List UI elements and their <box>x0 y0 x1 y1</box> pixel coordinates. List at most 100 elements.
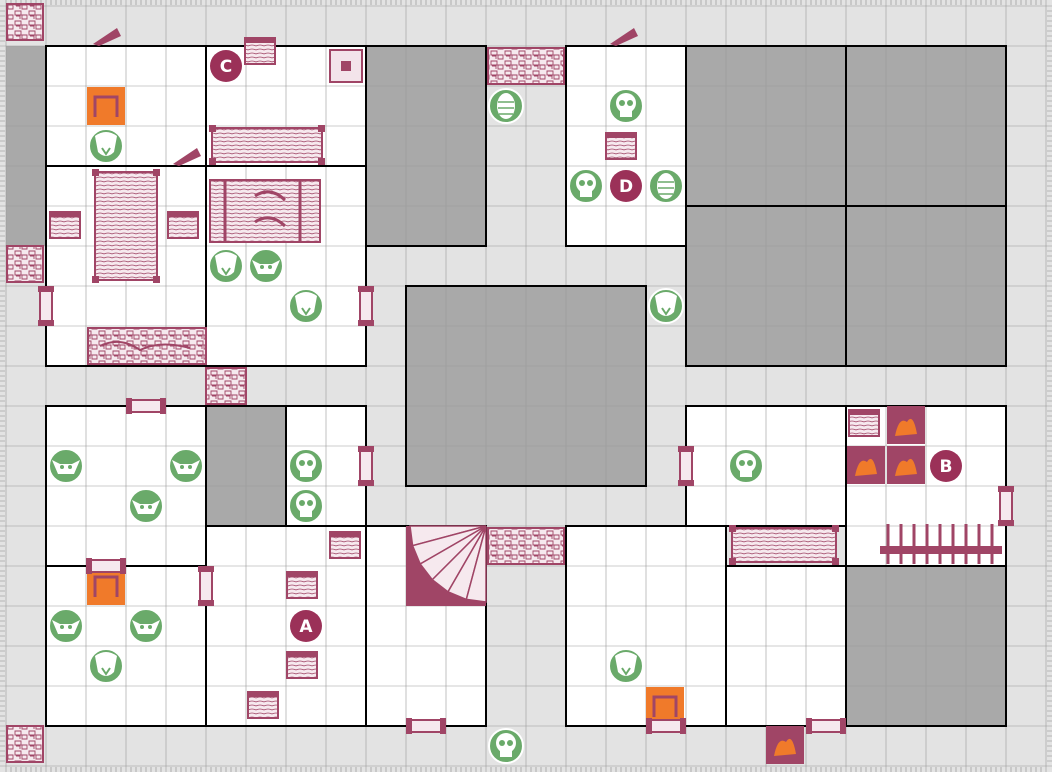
chair-back <box>168 212 198 217</box>
chair-back <box>50 212 80 217</box>
goblin-eye <box>140 625 144 629</box>
door-panel[interactable] <box>359 287 373 325</box>
throne <box>244 37 276 65</box>
orc-token[interactable] <box>288 288 324 324</box>
goblin-token[interactable] <box>48 448 84 484</box>
door-hinge <box>126 398 132 414</box>
skull-icon <box>296 453 316 477</box>
fire-tile-flame <box>895 458 917 476</box>
door[interactable] <box>998 486 1014 526</box>
skeleton-token[interactable] <box>608 88 644 124</box>
skull-jaw <box>500 750 512 757</box>
goblin-eye <box>60 465 64 469</box>
chair-back <box>287 652 317 657</box>
door-panel[interactable] <box>647 719 685 733</box>
door-hinge <box>358 320 374 326</box>
door-panel[interactable] <box>407 719 445 733</box>
door[interactable] <box>126 398 166 414</box>
orc-token[interactable] <box>88 128 124 164</box>
door[interactable] <box>806 718 846 734</box>
skull-jaw <box>300 470 312 477</box>
door-hinge <box>680 718 686 734</box>
room-label-d: D <box>610 170 642 202</box>
door-hinge <box>38 320 54 326</box>
door-panel[interactable] <box>679 447 693 485</box>
weapon-rack-weapons <box>886 524 994 564</box>
orc-icon <box>615 652 637 676</box>
mummy-wraps <box>498 101 514 115</box>
table-top <box>94 171 158 281</box>
table-top <box>731 527 837 563</box>
door[interactable] <box>198 566 214 606</box>
special-tile-fill <box>87 567 125 605</box>
orc-token[interactable] <box>648 288 684 324</box>
room-label-text: B <box>940 457 953 477</box>
table-leg <box>318 158 325 165</box>
door[interactable] <box>38 286 54 326</box>
skull-shape <box>576 173 596 193</box>
blocked-area <box>6 46 46 246</box>
door-panel[interactable] <box>87 559 125 573</box>
door[interactable] <box>358 446 374 486</box>
goblin-eye <box>68 465 72 469</box>
skeleton-token[interactable] <box>568 168 604 204</box>
skull-eye <box>499 740 505 746</box>
door-hinge <box>678 480 694 486</box>
door[interactable] <box>406 718 446 734</box>
goblin-token[interactable] <box>128 608 164 644</box>
goblin-eye <box>188 465 192 469</box>
door[interactable] <box>678 446 694 486</box>
skull-eye <box>299 460 305 466</box>
goblin-token[interactable] <box>248 248 284 284</box>
door-panel[interactable] <box>999 487 1013 525</box>
chair <box>167 211 199 239</box>
chair <box>605 132 637 160</box>
door-hinge <box>198 566 214 572</box>
mummy-token[interactable] <box>488 88 524 124</box>
orc-token[interactable] <box>608 648 644 684</box>
skull-jaw <box>300 510 312 517</box>
door-panel[interactable] <box>199 567 213 605</box>
door[interactable] <box>358 286 374 326</box>
goblin-token[interactable] <box>168 448 204 484</box>
door-hinge <box>38 286 54 292</box>
door-panel[interactable] <box>127 399 165 413</box>
door-panel[interactable] <box>39 287 53 325</box>
staircase <box>406 525 487 606</box>
orc-icon <box>655 292 677 316</box>
door-panel[interactable] <box>807 719 845 733</box>
rubble-block <box>205 367 247 405</box>
skull-icon <box>736 453 756 477</box>
chair-back <box>287 572 317 577</box>
rubble-block <box>487 527 565 565</box>
wall <box>845 205 1007 367</box>
skeleton-token[interactable] <box>288 488 324 524</box>
fire-trap-tile <box>887 406 925 444</box>
goblin-token[interactable] <box>128 488 164 524</box>
special-tile-fill <box>87 87 125 125</box>
door-panel[interactable] <box>359 447 373 485</box>
goblin-eye <box>148 625 152 629</box>
goblin-eye <box>180 465 184 469</box>
door-hinge <box>678 446 694 452</box>
door[interactable] <box>646 718 686 734</box>
fire-trap-tile <box>766 726 804 764</box>
door-hinge <box>160 398 166 414</box>
skeleton-token[interactable] <box>728 448 764 484</box>
door[interactable] <box>86 558 126 574</box>
trap-tile <box>646 687 684 725</box>
skeleton-token[interactable] <box>288 448 324 484</box>
skull-jaw <box>580 190 592 197</box>
skull-shape <box>736 453 756 473</box>
mummy-token[interactable] <box>648 168 684 204</box>
skeleton-token[interactable] <box>488 728 524 764</box>
orc-token[interactable] <box>88 648 124 684</box>
secret-door-marker <box>610 28 638 46</box>
orc-token[interactable] <box>208 248 244 284</box>
chair-back <box>330 532 360 537</box>
goblin-token[interactable] <box>48 608 84 644</box>
room-label-badge <box>210 50 242 82</box>
goblin-head <box>52 460 80 474</box>
skull-icon <box>296 493 316 517</box>
